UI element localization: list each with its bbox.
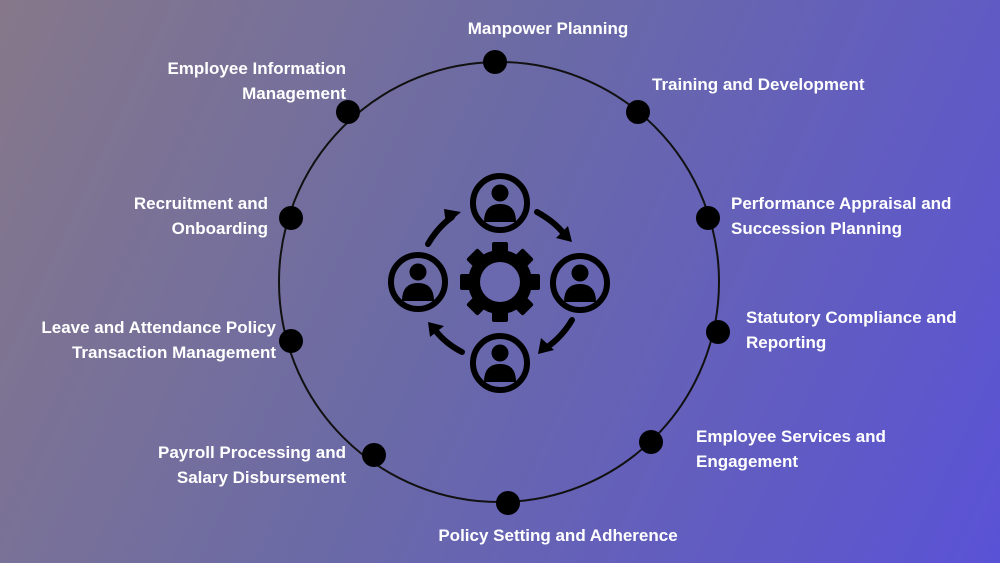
label-performance: Performance Appraisal and Succession Pla… xyxy=(731,191,951,241)
arrow-right-bottom xyxy=(543,317,575,351)
node-dot-info xyxy=(336,100,360,124)
node-dot-performance xyxy=(696,206,720,230)
person-icon-left xyxy=(388,252,448,312)
label-line: Transaction Management xyxy=(71,343,276,362)
node-dot-manpower xyxy=(483,50,507,74)
label-line: Performance Appraisal and xyxy=(731,194,952,213)
arrowhead-right-bottom xyxy=(538,338,554,354)
node-dot-policy xyxy=(496,491,520,515)
label-services: Employee Services and Engagement xyxy=(696,424,886,474)
people-gear-cycle-icon xyxy=(388,173,610,393)
label-leave: Leave and Attendance Policy Transaction … xyxy=(41,315,276,365)
label-line: Salary Disbursement xyxy=(176,468,346,487)
node-dot-leave xyxy=(279,329,303,353)
label-line: Employee Services and xyxy=(696,427,886,446)
person-icon-right xyxy=(550,253,610,313)
label-training: Training and Development xyxy=(652,72,865,97)
label-line: Succession Planning xyxy=(731,219,902,238)
label-line: Management xyxy=(242,84,346,103)
node-dot-compliance xyxy=(706,320,730,344)
label-info: Employee Information Management xyxy=(167,56,346,106)
label-payroll: Payroll Processing and Salary Disburseme… xyxy=(158,440,346,490)
label-line: Policy Setting and Adherence xyxy=(438,526,678,545)
label-policy: Policy Setting and Adherence xyxy=(438,523,677,548)
label-line: Payroll Processing and xyxy=(157,443,346,462)
label-line: Statutory Compliance and xyxy=(746,308,957,327)
label-line: Engagement xyxy=(696,452,799,471)
arrowhead-left-top xyxy=(444,209,461,225)
node-dot-recruitment xyxy=(279,206,303,230)
label-manpower: Manpower Planning xyxy=(468,16,629,41)
node-dot-payroll xyxy=(362,443,386,467)
label-recruitment: Recruitment and Onboarding xyxy=(134,191,268,241)
node-dot-training xyxy=(626,100,650,124)
label-compliance: Statutory Compliance and Reporting xyxy=(746,305,957,355)
arrow-top-right xyxy=(534,209,567,237)
label-line: Employee Information xyxy=(167,59,346,78)
label-line: Training and Development xyxy=(652,75,865,94)
person-icon-bottom xyxy=(470,333,530,393)
label-line: Leave and Attendance Policy xyxy=(41,318,276,337)
arrowhead-top-right xyxy=(556,226,572,242)
node-dot-services xyxy=(639,430,663,454)
label-line: Manpower Planning xyxy=(467,19,629,38)
gear-icon xyxy=(460,242,540,322)
label-line: Onboarding xyxy=(171,219,268,238)
person-icon-top xyxy=(470,173,530,233)
label-line: Reporting xyxy=(746,333,827,352)
arrow-bottom-left xyxy=(432,327,465,355)
arrowhead-bottom-left xyxy=(428,322,444,337)
label-line: Recruitment and xyxy=(133,194,268,213)
